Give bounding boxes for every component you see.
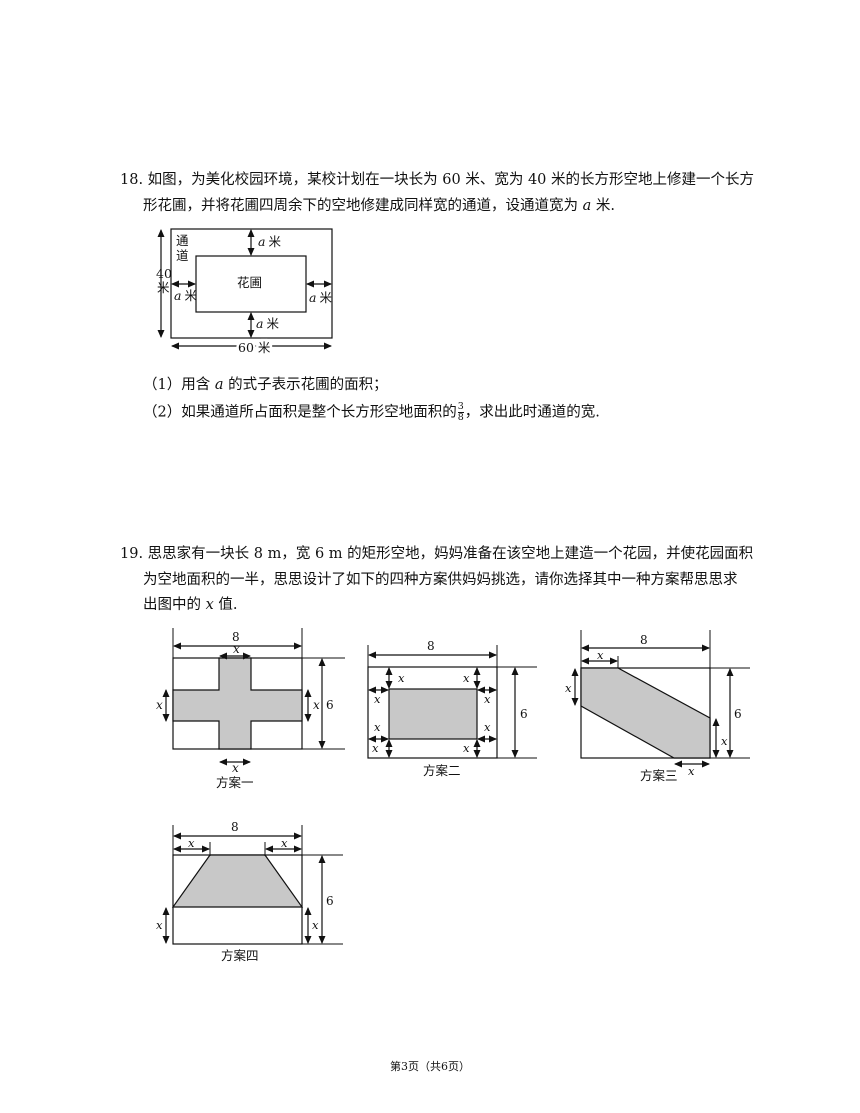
plan-2-label-x-rb: x bbox=[484, 720, 491, 734]
q18-line-2-post: 米. bbox=[591, 198, 615, 214]
plan-3-label-x-right: x bbox=[721, 734, 728, 748]
plan-3-lot bbox=[580, 667, 711, 759]
plan-3-caption: 方案三 bbox=[640, 768, 678, 783]
plan-1-diagram bbox=[162, 628, 345, 766]
q19-line-3-post: 值. bbox=[213, 597, 238, 613]
plan-4-label-8: 8 bbox=[231, 820, 239, 834]
plan-1-garden bbox=[172, 657, 303, 750]
plan-4-labels: 8 x x x x 6 方案四 bbox=[156, 820, 334, 963]
plan-4-label-x-top-right: x bbox=[281, 836, 288, 850]
q19-var-x: x bbox=[205, 597, 214, 613]
plan-1-label-8: 8 bbox=[232, 630, 240, 644]
q19-line-2: 为空地面积的一半，思思设计了如下的四种方案供妈妈挑选，请你选择其中一种方案帮思思… bbox=[143, 572, 738, 588]
plan-4-diagram bbox=[162, 825, 343, 945]
plan-2-label-x-tr: x bbox=[463, 671, 470, 685]
plan-2-lot bbox=[367, 666, 498, 759]
plan-3-label-x-left: x bbox=[565, 681, 572, 695]
fraction-denominator: 8 bbox=[457, 412, 464, 423]
label-40: 40 bbox=[156, 266, 172, 281]
plan-4-garden bbox=[171, 854, 304, 908]
plan-2-label-6: 6 bbox=[520, 707, 528, 721]
plan-2-labels: 8 x x x x x x x x 6 方案二 bbox=[372, 639, 528, 778]
fraction-numerator: 3 bbox=[457, 401, 464, 412]
plan-4-label-x-top-left: x bbox=[188, 836, 195, 850]
plan-2-label-x-lb: x bbox=[374, 720, 381, 734]
q18-line-2-pre: 形花圃，并将花圃四周余下的空地修建成同样宽的通道，设通道宽为 bbox=[143, 198, 583, 214]
plan-1-labels: 8 x x x x 6 方案一 bbox=[156, 630, 334, 790]
plan-2-label-x-rt: x bbox=[484, 692, 491, 706]
plan-1-label-x-bottom: x bbox=[232, 761, 239, 775]
plan-4-label-x-right: x bbox=[312, 918, 319, 932]
q18-part-1-pre: （1）用含 bbox=[143, 377, 215, 393]
label-40-unit: 米 bbox=[157, 280, 170, 295]
page-footer: 第3页（共6页） bbox=[390, 1060, 470, 1073]
q18-part-1-post: 的式子表示花圃的面积； bbox=[223, 377, 388, 393]
q18-part-2-post: ，求出此时通道的宽. bbox=[464, 404, 600, 421]
plan-1-label-6: 6 bbox=[326, 698, 334, 712]
q18-part-1: （1）用含 a 的式子表示花圃的面积； bbox=[143, 375, 388, 395]
q18-part-2-pre: （2）如果通道所占面积是整个长方形空地面积的 bbox=[143, 404, 457, 421]
plan-1-caption: 方案一 bbox=[216, 775, 254, 790]
plan-3-garden bbox=[580, 667, 711, 759]
q18-part-1-var: a bbox=[214, 377, 224, 393]
plan-4-label-6: 6 bbox=[326, 894, 334, 908]
plan-2-label-x-br: x bbox=[463, 741, 470, 755]
plan-4-caption: 方案四 bbox=[221, 948, 259, 963]
plan-2-label-x-bl: x bbox=[372, 741, 379, 755]
plan-3-labels: 8 x x x x 6 方案三 bbox=[565, 633, 742, 783]
plan-3-label-x-bottom: x bbox=[688, 764, 695, 778]
plan-3-label-6: 6 bbox=[734, 707, 742, 721]
plan-2-label-x-lt: x bbox=[374, 692, 381, 706]
plan-2-label-8: 8 bbox=[427, 639, 435, 653]
label-tong: 通 bbox=[176, 233, 189, 248]
q18-line-1: 18. 如图，为美化校园环境，某校计划在一块长为 60 米、宽为 40 米的长方… bbox=[120, 172, 755, 188]
plan-2-garden bbox=[388, 688, 478, 740]
plan-4-label-x-left: x bbox=[156, 918, 163, 932]
label-dao: 道 bbox=[176, 248, 189, 263]
q19-line-3-pre: 出图中的 bbox=[143, 597, 206, 613]
plan-3-diagram bbox=[571, 630, 750, 768]
garden-diagram bbox=[157, 228, 333, 350]
plan-1-label-x-right: x bbox=[313, 698, 320, 712]
label-60: 60 米 bbox=[238, 340, 271, 355]
plan-1-label-x-left: x bbox=[156, 698, 163, 712]
q18-line-2: 形花圃，并将花圃四周余下的空地修建成同样宽的通道，设通道宽为 a 米. bbox=[143, 196, 615, 216]
plan-2-label-x-tl: x bbox=[398, 671, 405, 685]
q19-line-1: 19. 思思家有一块长 8 m，宽 6 m 的矩形空地，妈妈准备在该空地上建造一… bbox=[120, 546, 754, 562]
plan-2-diagram bbox=[367, 645, 537, 759]
q18-var-a: a bbox=[582, 198, 592, 214]
plan-1-label-x-top: x bbox=[233, 642, 240, 656]
plan-3-label-x-top: x bbox=[597, 648, 604, 662]
q19-line-3: 出图中的 x 值. bbox=[143, 595, 238, 615]
label-garden: 花圃 bbox=[237, 275, 262, 290]
plan-3-label-8: 8 bbox=[640, 633, 648, 647]
plan-2-caption: 方案二 bbox=[423, 763, 461, 778]
